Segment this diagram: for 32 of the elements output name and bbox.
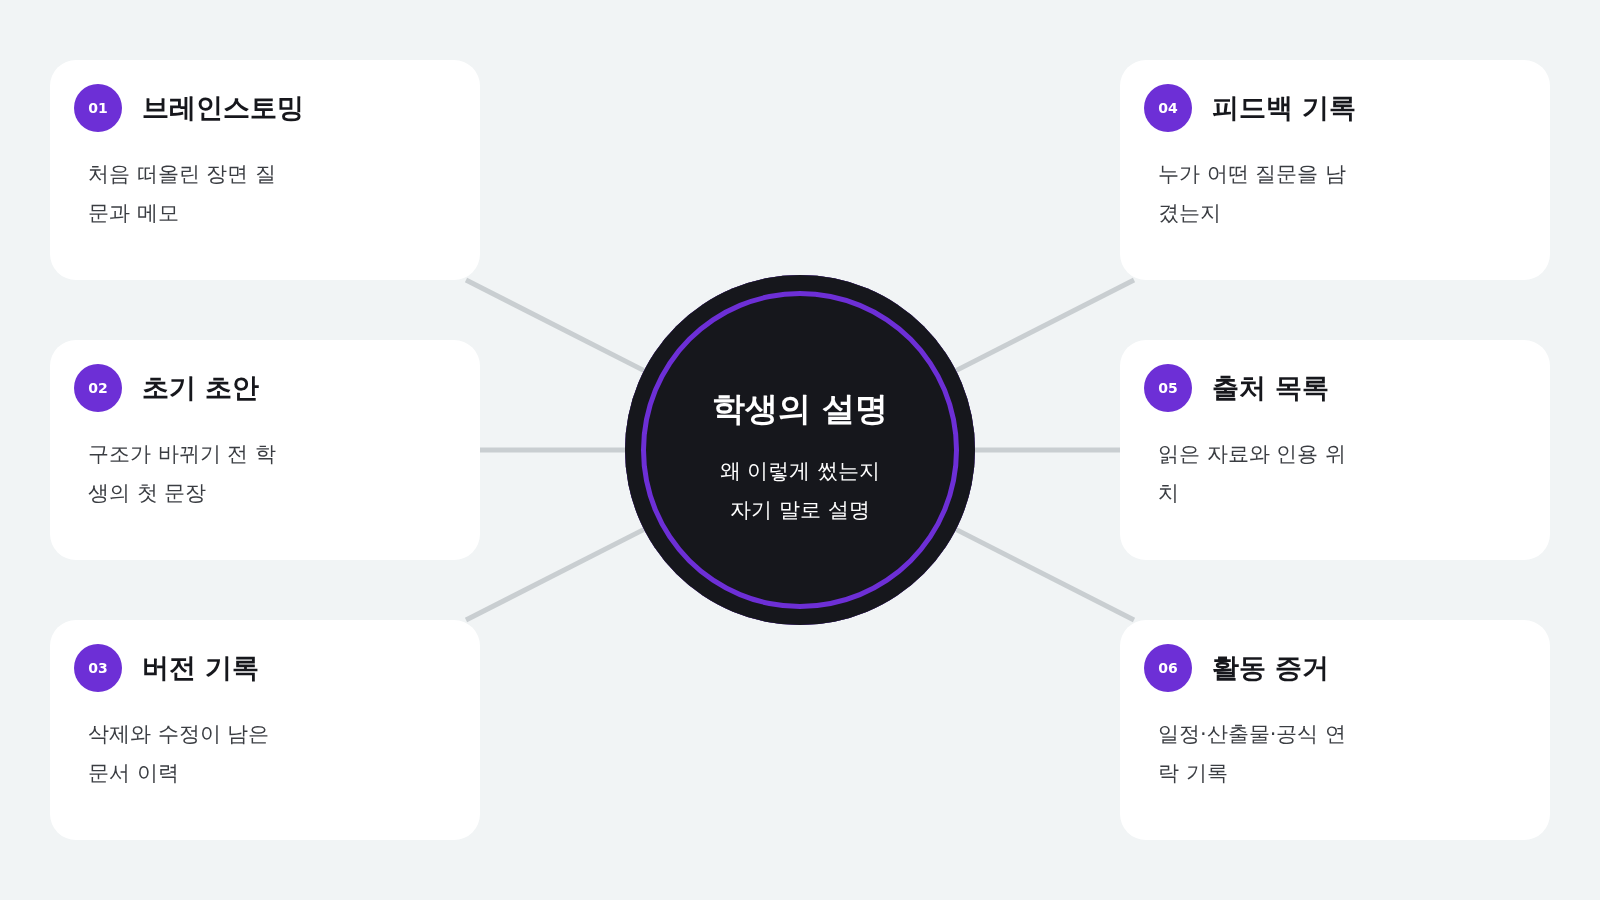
card: [1120, 60, 1550, 280]
card-heading: 브레인스토밍: [142, 91, 304, 125]
card-heading: 활동 증거: [1212, 651, 1330, 685]
number-badge: 03: [74, 644, 122, 692]
hub-text: 왜 이렇게 썼는지 자기 말로 설명: [718, 458, 882, 524]
connector-line: [975, 447, 1120, 453]
card-text: 구조가 바뀌기 전 학생의 첫 문장: [88, 441, 278, 507]
card-heading: 버전 기록: [142, 651, 260, 685]
card-heading: 피드백 기록: [1212, 91, 1357, 125]
card-heading: 출처 목록: [1212, 371, 1330, 405]
card-text: 일정·산출물·공식 연락 기록: [1158, 721, 1348, 787]
card: [50, 340, 480, 560]
connector-line: [480, 447, 625, 453]
card-text: 처음 떠올린 장면 질문과 메모: [88, 161, 278, 227]
number-badge: 04: [1144, 84, 1192, 132]
connector-line: [464, 527, 646, 623]
card-text: 삭제와 수정이 남은 문서 이력: [88, 721, 271, 787]
number-badge: 01: [74, 84, 122, 132]
card-text: 읽은 자료와 인용 위치: [1158, 441, 1348, 507]
number-badge: 06: [1144, 644, 1192, 692]
number-badge: 05: [1144, 364, 1192, 412]
connector-line: [954, 527, 1136, 623]
card: [50, 620, 480, 840]
card: [50, 60, 480, 280]
number-badge: 02: [74, 364, 122, 412]
card: [1120, 620, 1550, 840]
connector-line: [464, 277, 646, 373]
hub-title: 학생의 설명: [710, 388, 890, 430]
card-text: 누가 어떤 질문을 남겼는지: [1158, 161, 1348, 227]
card: [1120, 340, 1550, 560]
connector-line: [954, 277, 1136, 373]
card-heading: 초기 초안: [142, 371, 260, 405]
